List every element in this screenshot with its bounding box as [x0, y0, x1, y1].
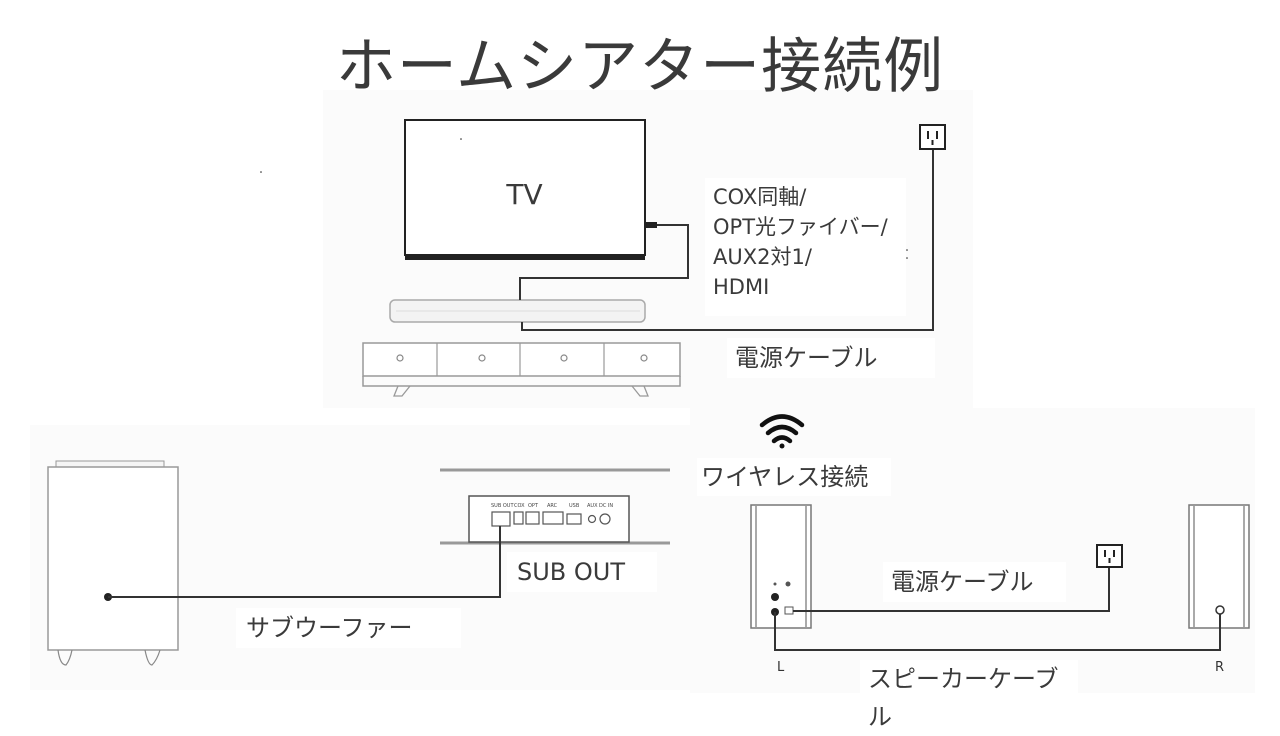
port-label-usb: USB: [569, 503, 580, 509]
soundbar-power-cable: [521, 150, 934, 331]
port-label-arc: ARC: [547, 503, 558, 509]
tv-soundbar-cable: [519, 224, 689, 300]
port-label-aux: AUX: [587, 503, 598, 509]
soundbar-rear-panel: [440, 468, 670, 545]
sub-out-label: SUB OUT: [507, 552, 657, 592]
sub-out-cable: [108, 526, 501, 598]
speaker-power-cable: [793, 566, 1110, 612]
tv-label: TV: [482, 170, 567, 220]
right-speaker-label: R: [1215, 660, 1225, 675]
left-speaker: [750, 504, 812, 629]
diagram-drawing: [47, 119, 1250, 666]
left-speaker-label: L: [777, 660, 785, 675]
power-cable-label-top: 電源ケーブル: [727, 338, 935, 378]
connection-cox: COX同軸/: [713, 185, 807, 209]
connection-opt: OPT光ファイバー/: [713, 215, 888, 239]
power-outlet-icon: [919, 124, 946, 150]
subwoofer: [47, 460, 179, 666]
connection-types-label: COX同軸/ OPT光ファイバー/ AUX2対1/ HDMI: [705, 178, 906, 316]
port-label-sub-out: SUB OUT: [491, 503, 514, 509]
page-title: ホームシアター接続例: [335, 32, 945, 102]
wifi-icon: [759, 414, 805, 449]
power-outlet-icon: [1096, 544, 1123, 568]
port-label-opt: OPT: [528, 503, 539, 509]
port-label-cox: COX: [514, 503, 525, 509]
connection-hdmi: HDMI: [713, 275, 770, 299]
connection-aux: AUX2対1/: [713, 245, 812, 269]
port-label-dc-in: DC IN: [599, 503, 614, 509]
speaker-cable: [774, 612, 1221, 651]
soundbar: [389, 299, 646, 323]
tv-stand: [362, 342, 681, 397]
right-speaker: [1188, 504, 1250, 629]
wireless-label: ワイヤレス接続: [697, 458, 891, 496]
subwoofer-label: サブウーファー: [236, 608, 461, 648]
power-cable-label-bottom: 電源ケーブル: [883, 562, 1066, 602]
speaker-cable-label: スピーカーケーブル: [860, 660, 1078, 731]
